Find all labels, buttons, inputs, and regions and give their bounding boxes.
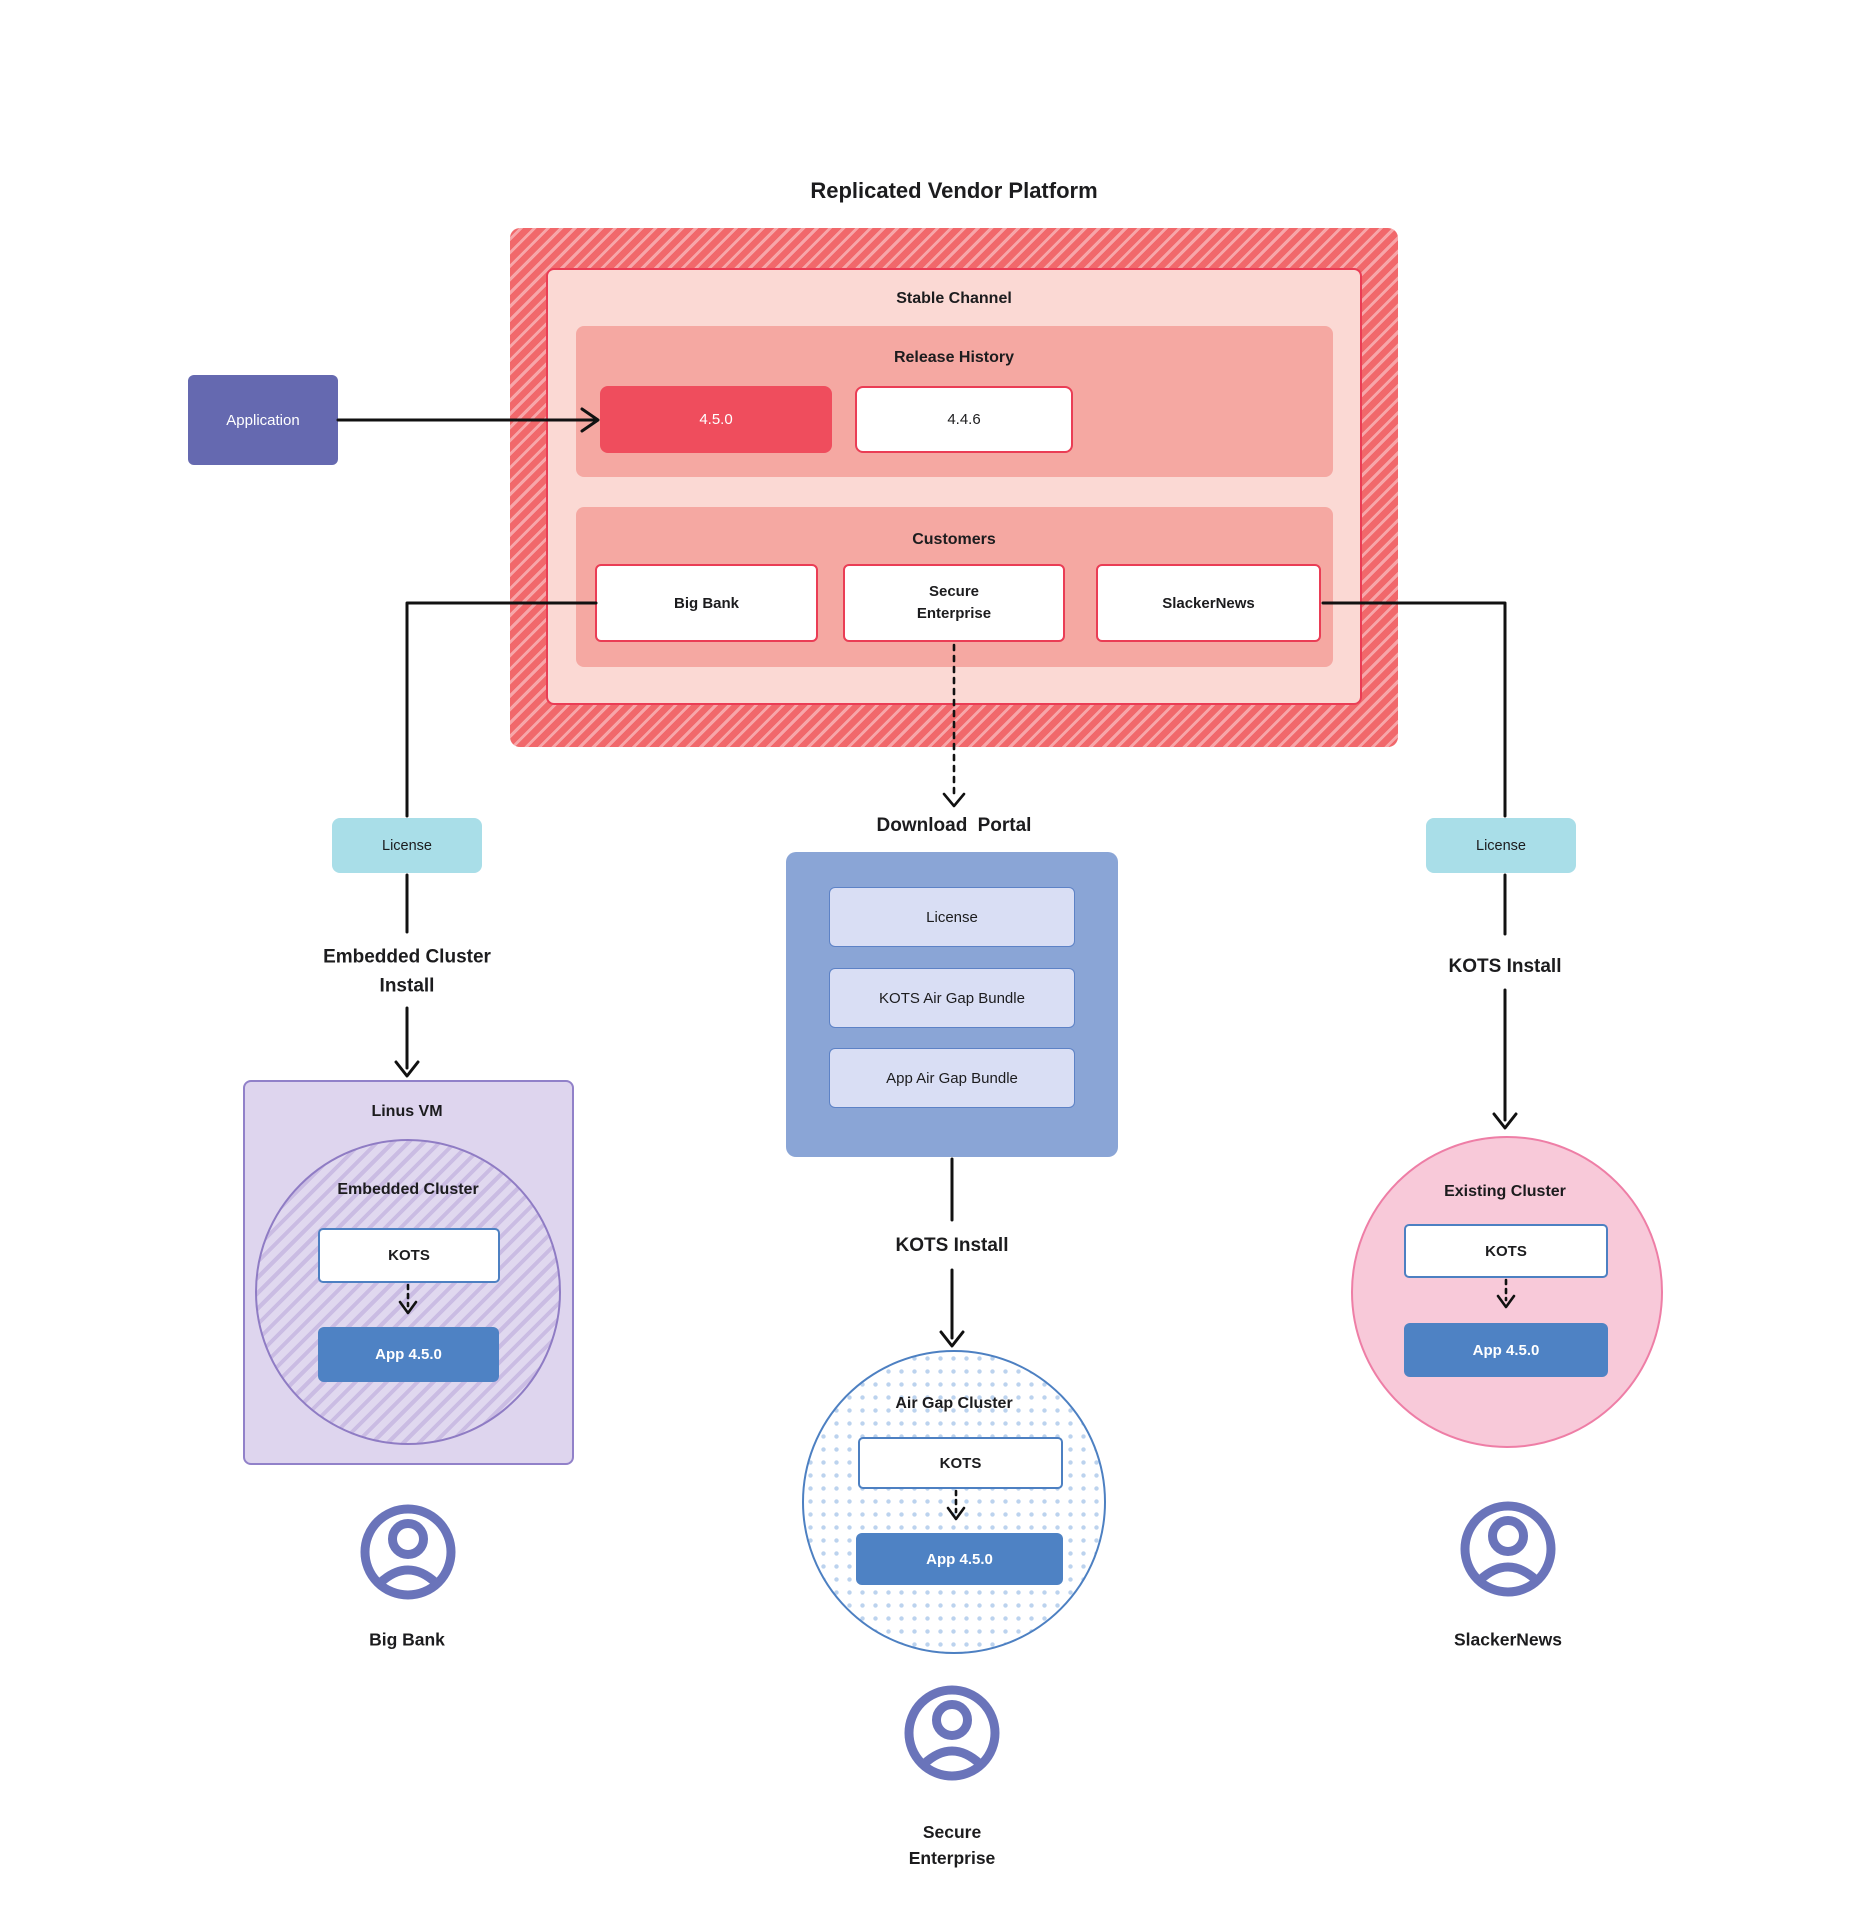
user-label-slackernews: SlackerNews — [1454, 1629, 1562, 1650]
arrowhead-airgap — [939, 1330, 965, 1348]
user-icon-secure-enterprise — [904, 1685, 1000, 1781]
arrowhead-existing — [1492, 1112, 1518, 1130]
embedded-cluster-label: Embedded Cluster — [337, 1181, 479, 1198]
kots-install-label-middle: KOTS Install — [895, 1235, 1009, 1256]
user-label-secure-enterprise: Secure Enterprise — [908, 1821, 996, 1868]
release-version-current: 4.5.0 — [600, 386, 832, 453]
release-version-previous: 4.4.6 — [855, 386, 1073, 453]
release-history-label: Release History — [893, 349, 1015, 366]
kots-box-left: KOTS — [318, 1228, 500, 1283]
user-label-big-bank: Big Bank — [369, 1629, 445, 1650]
license-badge-left: License — [332, 818, 482, 873]
customers-label: Customers — [912, 531, 996, 548]
stable-channel-label: Stable Channel — [896, 290, 1012, 307]
user-icon-big-bank — [360, 1504, 456, 1600]
application-box: Application — [188, 375, 338, 465]
customer-big-bank: Big Bank — [595, 564, 818, 642]
air-gap-cluster-circle — [802, 1350, 1106, 1654]
air-gap-cluster-label: Air Gap Cluster — [895, 1395, 1013, 1412]
portal-item-kots-airgap-bundle: KOTS Air Gap Bundle — [829, 968, 1075, 1028]
portal-item-license: License — [829, 887, 1075, 947]
arrowhead-portal — [942, 792, 966, 808]
license-badge-right: License — [1426, 818, 1576, 873]
user-icon-slackernews — [1460, 1501, 1556, 1597]
page-title: Replicated Vendor Platform — [810, 178, 1098, 203]
portal-item-app-airgap-bundle: App Air Gap Bundle — [829, 1048, 1075, 1108]
kots-install-label-right: KOTS Install — [1448, 956, 1562, 977]
customer-secure-enterprise: Secure Enterprise — [843, 564, 1065, 642]
app-box-middle: App 4.5.0 — [856, 1533, 1063, 1585]
customer-secure-enterprise-label: Secure Enterprise — [916, 583, 992, 622]
customer-slackernews: SlackerNews — [1096, 564, 1321, 642]
existing-cluster-label: Existing Cluster — [1444, 1183, 1566, 1200]
kots-box-middle: KOTS — [858, 1437, 1063, 1489]
download-portal-label: Download Portal — [876, 815, 1032, 836]
embedded-cluster-install-label: Embedded Cluster Install — [323, 946, 491, 997]
kots-box-right: KOTS — [1404, 1224, 1608, 1278]
app-box-right: App 4.5.0 — [1404, 1323, 1608, 1377]
app-box-left: App 4.5.0 — [318, 1327, 499, 1382]
linus-vm-label: Linus VM — [371, 1103, 443, 1120]
arrowhead-vm — [394, 1060, 420, 1078]
